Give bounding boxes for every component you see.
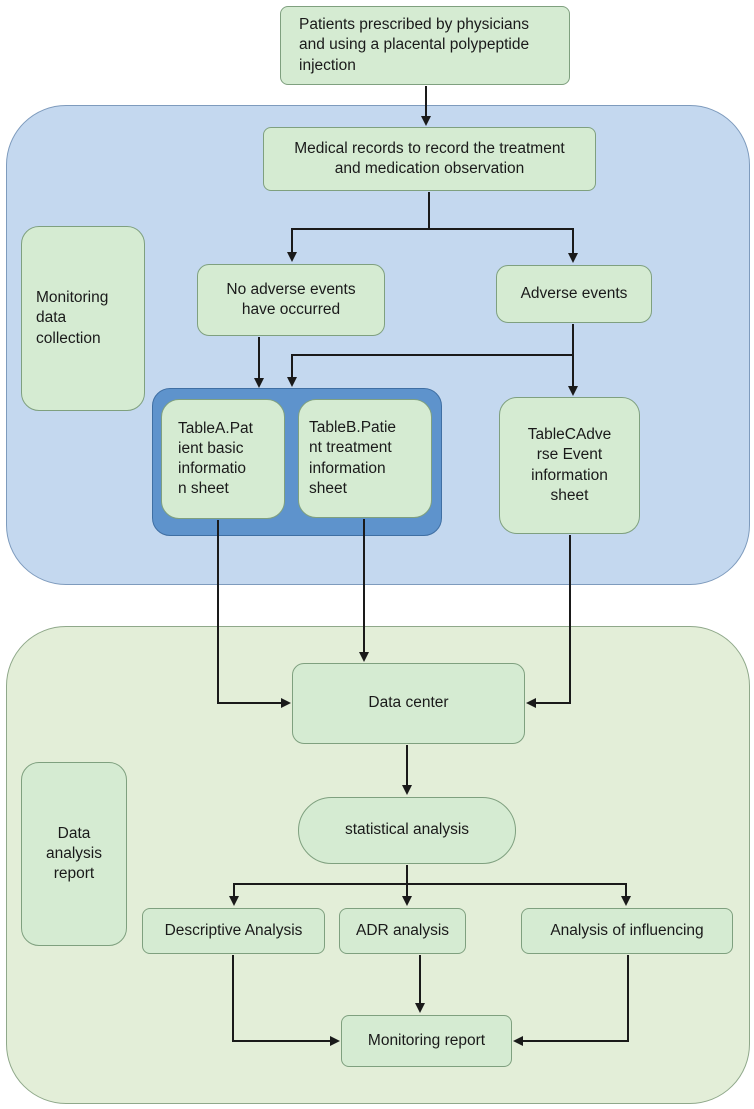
data-center-node: Data center xyxy=(292,663,525,744)
data-analysis-report-label: Data analysis report xyxy=(21,762,127,946)
table-a-node: TableA.Pat ient basic informatio n sheet xyxy=(161,399,285,519)
statistical-analysis-node: statistical analysis xyxy=(298,797,516,864)
analysis-of-influencing-node: Analysis of influencing xyxy=(521,908,733,954)
patients-node: Patients prescribed by physicians and us… xyxy=(280,6,570,85)
adverse-events-node: Adverse events xyxy=(496,265,652,323)
monitoring-report-node: Monitoring report xyxy=(341,1015,512,1067)
adr-analysis-node: ADR analysis xyxy=(339,908,466,954)
monitoring-data-collection-label: Monitoring data collection xyxy=(21,226,145,411)
table-b-node: TableB.Patie nt treatment information sh… xyxy=(298,399,432,518)
descriptive-analysis-node: Descriptive Analysis xyxy=(142,908,325,954)
no-adverse-events-node: No adverse events have occurred xyxy=(197,264,385,336)
table-c-node: TableCAdve rse Event information sheet xyxy=(499,397,640,534)
medical-records-node: Medical records to record the treatment … xyxy=(263,127,596,191)
